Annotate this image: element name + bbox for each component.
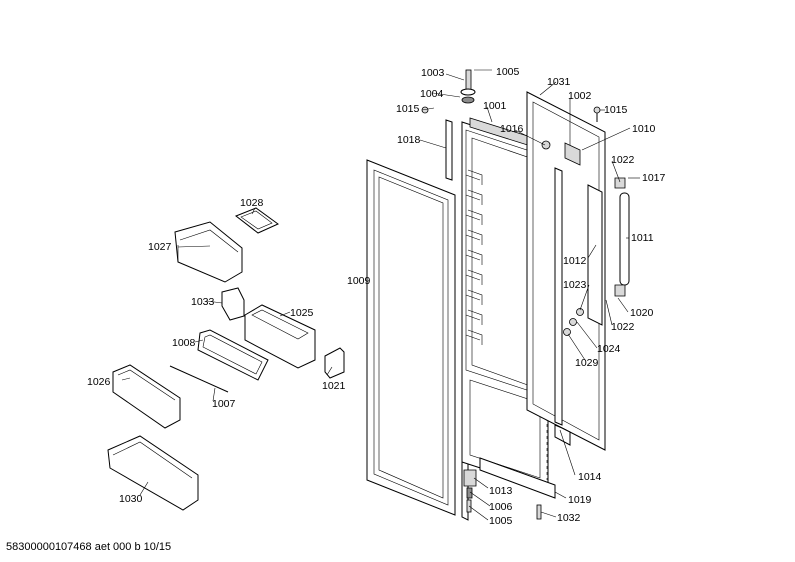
callout-1014: 1014 — [578, 471, 602, 483]
bottom-rail — [479, 457, 556, 499]
callout-1020: 1020 — [630, 307, 654, 319]
door-gasket — [366, 159, 456, 516]
outer-door-panel — [526, 91, 606, 451]
top-hinge-bolt — [460, 69, 476, 104]
document-id: 58300000107468 aet 000 b 10/15 — [6, 541, 172, 553]
callout-1009: 1009 — [347, 275, 371, 287]
callout-1013: 1013 — [489, 485, 513, 497]
stop-1016 — [541, 140, 551, 150]
handle-cap-top — [614, 177, 626, 189]
handle-screws — [563, 308, 584, 336]
door-side-panel — [554, 167, 571, 446]
callout-1007: 1007 — [212, 398, 236, 410]
handle-bar — [619, 192, 630, 286]
callout-1001: 1001 — [483, 100, 507, 112]
callout-1015-left: 1015 — [396, 103, 420, 115]
screw-1032 — [536, 504, 542, 520]
hinge-bracket — [564, 142, 581, 166]
small-tray — [235, 207, 279, 234]
callout-1027: 1027 — [148, 241, 172, 253]
door-shelf-1026 — [112, 364, 181, 429]
handle-mount-strip — [587, 184, 603, 326]
screw-1015-right — [593, 106, 601, 122]
callout-1005-bottom: 1005 — [489, 515, 513, 527]
callout-1002: 1002 — [568, 90, 592, 102]
rod — [169, 365, 229, 393]
callout-1021: 1021 — [322, 380, 346, 392]
leader-lines — [121, 69, 640, 521]
callout-labels: 1003 1005 1004 1031 1015 1001 1002 1015 … — [87, 66, 666, 527]
callout-1031: 1031 — [547, 76, 571, 88]
callout-1029: 1029 — [575, 357, 599, 369]
handle-cap-bottom — [614, 284, 626, 297]
callout-1003: 1003 — [421, 67, 445, 79]
callout-1025: 1025 — [290, 307, 314, 319]
callout-1018: 1018 — [397, 134, 421, 146]
callout-1015-right: 1015 — [604, 104, 628, 116]
callout-1022-bottom: 1022 — [611, 321, 635, 333]
drawer-1025 — [244, 304, 316, 369]
cover-frame — [197, 329, 269, 381]
callout-1016: 1016 — [500, 123, 524, 135]
callout-1011: 1011 — [631, 232, 654, 244]
clip-1033 — [221, 287, 245, 321]
callout-1004: 1004 — [420, 88, 444, 100]
callout-1010: 1010 — [632, 123, 656, 135]
callout-1033: 1033 — [191, 296, 215, 308]
callout-1012: 1012 — [563, 255, 587, 267]
door-bin-lower — [107, 435, 199, 511]
callout-1032: 1032 — [557, 512, 581, 524]
door-bin-upper — [174, 221, 243, 283]
callout-1030: 1030 — [119, 493, 143, 505]
callout-1022-top: 1022 — [611, 154, 635, 166]
callout-1026: 1026 — [87, 376, 111, 388]
callout-1017: 1017 — [642, 172, 666, 184]
callout-1028: 1028 — [240, 197, 264, 209]
callout-1006: 1006 — [489, 501, 513, 513]
callout-1023: 1023 — [563, 279, 587, 291]
callout-1019: 1019 — [568, 494, 592, 506]
callout-1024: 1024 — [597, 343, 621, 355]
callout-1008: 1008 — [172, 337, 196, 349]
callout-1005-top: 1005 — [496, 66, 520, 78]
